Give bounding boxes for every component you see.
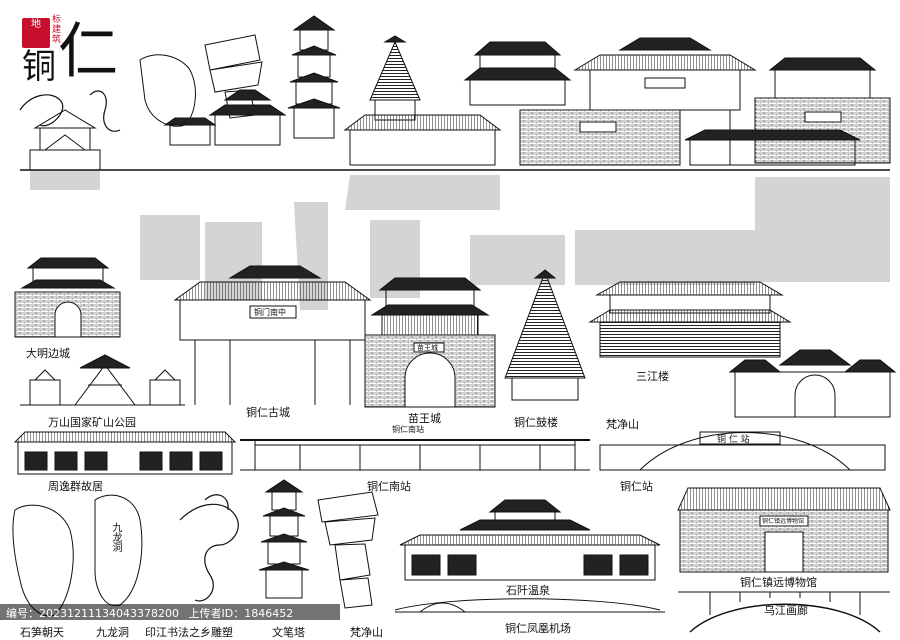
skyline-pagoda [287, 15, 341, 139]
skyline-reflection [30, 170, 890, 310]
label-jichang: 铜仁凤凰机场 [505, 622, 571, 635]
label-daming: 大明边城 [26, 347, 70, 360]
footer-id-value: 20231211134043378200 [39, 607, 179, 620]
label-wanshan: 万山国家矿山公园 [48, 416, 136, 429]
seal-stamp: 地 [22, 18, 50, 48]
label-jiulong: 九龙洞 [96, 626, 129, 639]
skyline-city-gate [754, 57, 891, 164]
label-nanzhan: 铜仁南站 [367, 480, 411, 493]
footer-uploader-label: 上传者ID： [188, 607, 245, 620]
seal-caption: 标 建 筑 [52, 15, 62, 45]
skyline-gate-complex [343, 41, 572, 166]
skyline-drum-tower [369, 35, 421, 121]
label-fanjing-2: 梵净山 [350, 626, 383, 639]
skyline-pavilions [163, 89, 287, 146]
sign-nanzhan: 铜仁南站 [392, 425, 424, 434]
label-shisun: 石笋朝天 [20, 626, 64, 639]
drum-tower [504, 269, 586, 401]
label-zhouyiqun: 周逸群故居 [48, 480, 103, 493]
zhouyiqun-residence [13, 431, 237, 475]
label-sanjiang: 三江楼 [636, 370, 669, 383]
carving-jiulong: 九龙洞 [110, 522, 121, 552]
stone-bamboo-rock [12, 494, 143, 617]
fenghuang-airport [394, 598, 665, 613]
sanjiang-tower [588, 281, 792, 358]
calligraphy-sculpture [179, 494, 239, 602]
tongren-station [599, 431, 886, 471]
label-gulou: 铜仁鼓楼 [514, 416, 558, 429]
sign-gucheng-gate: 铜门南中 [254, 308, 286, 317]
sign-miaowang: 苗王城 [417, 344, 438, 352]
title-small-char: 铜 [22, 47, 56, 87]
footer-bar [0, 604, 340, 620]
tongren-south-station [240, 439, 590, 471]
label-fanjing-1: 梵净山 [606, 418, 639, 431]
zhenyuan-museum [677, 487, 891, 573]
wenbi-pagoda [258, 479, 310, 599]
label-bowuguan: 铜仁镇远博物馆 [740, 576, 817, 589]
label-yinjiang: 印江书法之乡雕塑 [145, 626, 233, 639]
skyline [19, 15, 891, 171]
sign-bowuguan: 铜仁镇远博物馆 [762, 518, 805, 525]
sign-tongren-zhan: 铜 仁 站 [717, 435, 750, 445]
footer-id-label: 编号： [6, 607, 39, 620]
label-shiqian: 石阡温泉 [506, 584, 550, 597]
gucheng-arch [173, 265, 372, 405]
miaowang-city [364, 277, 496, 408]
label-wujiang: 乌江画廊 [764, 604, 808, 617]
label-wenbi: 文笔塔 [272, 626, 305, 639]
label-gucheng: 铜仁古城 [246, 406, 290, 419]
label-tongren-zhan: 铜仁站 [620, 480, 653, 493]
label-miaowang: 苗王城 [408, 412, 441, 425]
footer-uploader-value: 1846452 [244, 607, 294, 620]
footer-info: 编号：20231211134043378200 上传者ID：1846452 [6, 605, 293, 621]
fanjing-rock [317, 491, 379, 609]
shiqian-hot-spring [399, 499, 661, 581]
fanjing-gate [728, 349, 897, 418]
wanshan-mine-park [20, 354, 185, 406]
wujiang-bridge [678, 591, 890, 633]
daming-border-city [14, 257, 121, 338]
title-big-char: 仁 [58, 17, 118, 87]
